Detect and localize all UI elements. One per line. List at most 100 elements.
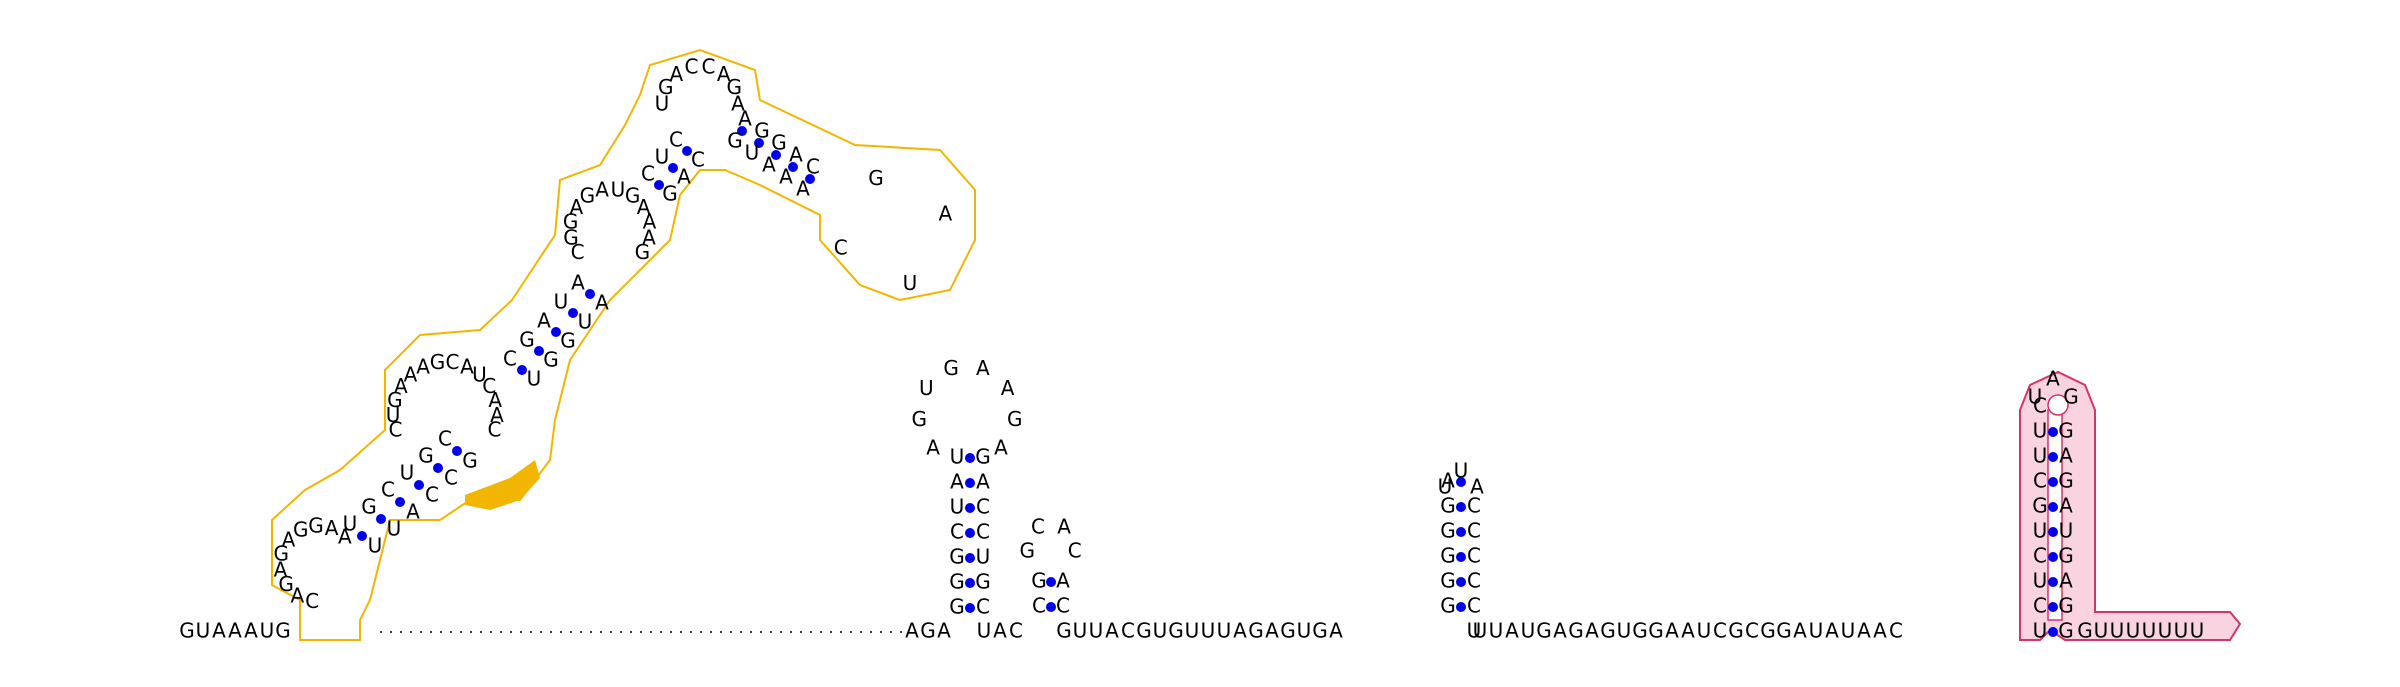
loop-nucleotide: G	[293, 518, 309, 542]
stem-nucleotide: G	[462, 449, 478, 473]
loop-nucleotide: G	[635, 240, 651, 264]
loop-nucleotide: G	[726, 75, 742, 99]
loop-nucleotide: G	[868, 166, 884, 190]
hairpin2-loop: G	[1020, 538, 1036, 562]
loop-nucleotide: A	[416, 354, 430, 378]
linker-nucleotide: G	[1136, 619, 1152, 643]
loop-nucleotide: A	[570, 195, 584, 219]
base-pair-dot	[2048, 627, 2058, 637]
hairpin1-loop: G	[1007, 407, 1023, 431]
terminator-loop: G	[2063, 385, 2079, 409]
linker-nucleotide: U	[1217, 619, 1232, 643]
terminator-stem-left: U	[2033, 419, 2048, 443]
base-pair-layer	[357, 126, 2058, 637]
linker-nucleotide: U	[1841, 619, 1856, 643]
hairpin3-loop: A	[1470, 475, 1484, 499]
linker-nucleotide: G	[1280, 619, 1296, 643]
stem-nucleotide: U	[400, 461, 415, 485]
loop-nucleotide: A	[394, 374, 408, 398]
poly-u-nucleotide: U	[2142, 619, 2157, 643]
hairpin3-stem-left: A	[1441, 469, 1455, 493]
loop-nucleotide: C	[446, 350, 460, 374]
stem-nucleotide: U	[578, 310, 593, 334]
base-pair-dot	[1456, 502, 1466, 512]
hairpin1-stem-right: G	[975, 570, 991, 594]
stem-nucleotide: C	[425, 483, 439, 507]
loop-nucleotide: U	[386, 403, 401, 427]
terminator-stem-right: U	[2059, 519, 2074, 543]
loop-nucleotide: A	[460, 354, 474, 378]
loop-nucleotide: A	[274, 557, 288, 581]
stem-nucleotide: G	[771, 131, 787, 155]
pink-terminator-loop-hole	[2047, 394, 2069, 416]
loop-nucleotide: A	[595, 177, 609, 201]
loop-nucleotide: C	[701, 54, 715, 78]
base-pair-dot	[2048, 452, 2058, 462]
linker-nucleotide: C	[1009, 619, 1023, 643]
loop-nucleotide: A	[404, 363, 418, 387]
hairpin3-stem-right: C	[1467, 569, 1481, 593]
terminator-stem-left: C	[2033, 544, 2047, 568]
linker-nucleotide: U	[1153, 619, 1168, 643]
loop-nucleotide: C	[305, 589, 319, 613]
loop-nucleotide: A	[637, 195, 651, 219]
loop-nucleotide: C	[685, 54, 699, 78]
stem-nucleotide: C	[669, 128, 683, 152]
stem-nucleotide: U	[343, 512, 358, 536]
loop-nucleotide: A	[731, 92, 745, 116]
loop-nucleotide: G	[274, 542, 290, 566]
base-pair-dot	[2048, 477, 2058, 487]
hairpin1-stem-left: U	[950, 495, 965, 519]
stem-nucleotide: C	[641, 162, 655, 186]
terminator-loop: A	[2046, 367, 2060, 391]
linker-nucleotide: A	[1873, 619, 1887, 643]
hairpin3-stem-right: C	[1467, 494, 1481, 518]
base-pair-dot	[668, 163, 678, 173]
loop-nucleotide: C	[482, 374, 496, 398]
loop-nucleotide: G	[563, 226, 579, 250]
highlight-layer	[271, 48, 2242, 641]
loop-nucleotide: G	[430, 350, 446, 374]
linker-nucleotide: G	[1248, 619, 1264, 643]
five-prime-nucleotide: A	[244, 619, 258, 643]
linker-nucleotide: U	[1201, 619, 1216, 643]
linker-nucleotide: A	[1105, 619, 1119, 643]
linker-nucleotide: A	[937, 619, 951, 643]
terminator-loop: U	[2028, 385, 2043, 409]
stem-nucleotide: C	[381, 478, 395, 502]
linker-nucleotide: U	[1185, 619, 1200, 643]
linker-nucleotide: G	[1728, 619, 1744, 643]
loop-nucleotide: C	[389, 418, 403, 442]
stem-nucleotide: A	[796, 177, 810, 201]
base-pair-dot	[2048, 602, 2058, 612]
linker-nucleotide: A	[1857, 619, 1871, 643]
hairpin1-loop: A	[994, 435, 1008, 459]
terminator-stem-right: G	[2058, 544, 2074, 568]
terminator-stem-left: G	[2032, 494, 2048, 518]
poly-u-nucleotide: U	[2094, 619, 2109, 643]
loop-nucleotide: C	[834, 235, 848, 259]
stem-nucleotide: U	[745, 141, 760, 165]
stem-nucleotide: G	[519, 328, 535, 352]
stem-nucleotide: G	[727, 129, 743, 153]
hairpin3-stem-left: G	[1440, 594, 1456, 618]
hairpin1-stem-left: U	[950, 445, 965, 469]
five-prime-nucleotide: G	[179, 619, 195, 643]
loop-nucleotide: C	[571, 240, 585, 264]
hairpin1-stem-left: G	[949, 570, 965, 594]
hairpin2-stem-right: C	[1056, 594, 1070, 618]
hairpin1-stem-left: G	[949, 595, 965, 619]
loop-nucleotide: A	[325, 516, 339, 540]
hairpin3-stem-left: G	[1440, 544, 1456, 568]
linker-nucleotide: U	[1809, 619, 1824, 643]
hairpin3-stem-left: G	[1440, 494, 1456, 518]
terminator-stem-left: U	[2033, 519, 2048, 543]
terminator-stem-right: G	[2058, 469, 2074, 493]
linker-nucleotide: U	[1089, 619, 1104, 643]
linker-nucleotide: G	[1648, 619, 1664, 643]
base-pair-dot	[2048, 527, 2058, 537]
hairpin1-stem-right: G	[975, 445, 991, 469]
linker-nucleotide: A	[1793, 619, 1807, 643]
base-pair-dot	[452, 446, 462, 456]
hairpin2-stem-left: G	[1031, 569, 1047, 593]
